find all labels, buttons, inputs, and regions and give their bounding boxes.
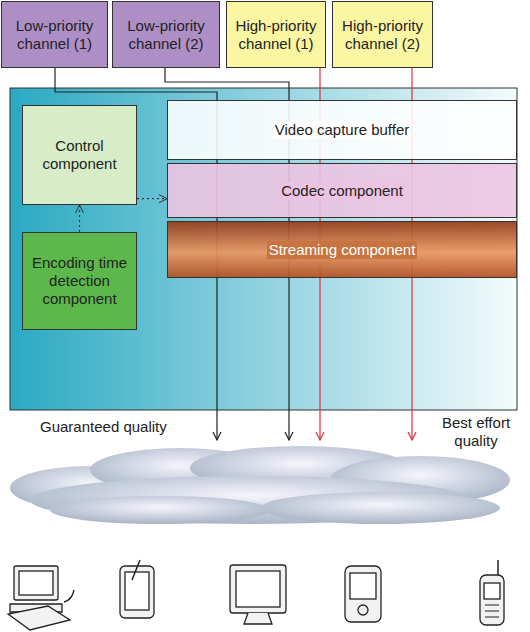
layer-band: Video capture buffer <box>167 100 517 160</box>
node-text: Codec component <box>279 182 405 200</box>
client-devices <box>8 560 504 630</box>
node-text: Low-priority channel (1) <box>7 17 102 53</box>
channel-box: Low-priority channel (2) <box>112 1 220 68</box>
layer-band: Codec component <box>167 163 517 218</box>
quality-label: Guaranteed quality <box>40 418 190 436</box>
network-cloud <box>10 446 510 524</box>
channel-box: High-priority channel (2) <box>332 1 433 68</box>
dotted-arrow <box>137 198 167 199</box>
dotted-arrow <box>79 205 80 232</box>
node-text: Control component <box>28 137 131 173</box>
quality-label: Best effort quality <box>428 414 524 450</box>
node-text: Video capture buffer <box>273 121 412 139</box>
channel-box: Low-priority channel (1) <box>1 1 108 68</box>
node-text: Low-priority channel (2) <box>118 17 214 53</box>
node-text: High-priority channel (1) <box>232 17 320 53</box>
channel-box: High-priority channel (1) <box>226 1 326 68</box>
node-text: Encoding time detection component <box>28 254 131 308</box>
component-box: Control component <box>22 105 137 205</box>
node-text: Streaming component <box>267 241 418 259</box>
component-box: Encoding time detection component <box>22 232 137 330</box>
system-panel <box>10 88 517 410</box>
node-text: High-priority channel (2) <box>338 17 427 53</box>
layer-band: Streaming component <box>167 221 517 278</box>
